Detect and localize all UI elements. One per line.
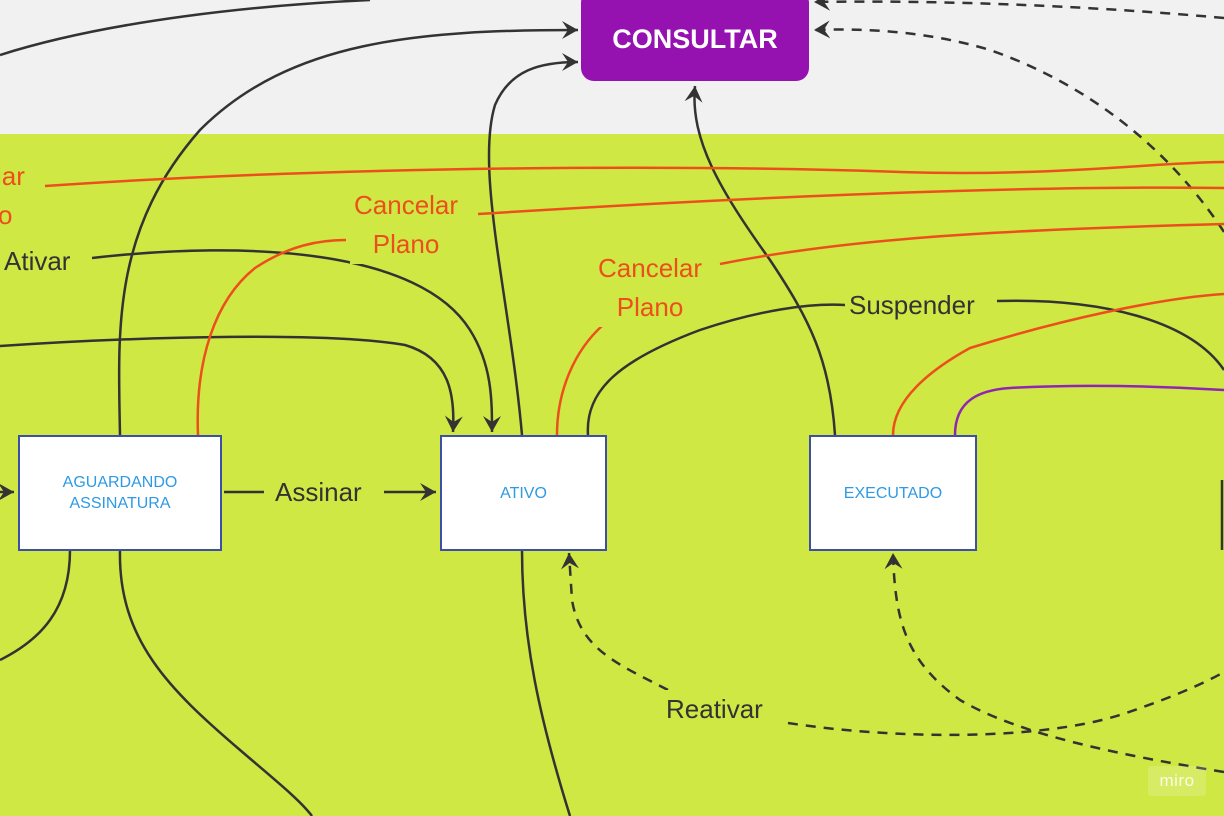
state-aguardando-line1: AGUARDANDO <box>62 474 178 491</box>
connector-suspender[interactable] <box>586 299 1224 436</box>
cancel-line-ativo[interactable] <box>555 324 604 436</box>
state-executado-label: EXECUTADO <box>843 484 943 502</box>
connector-dashed-to-executado[interactable] <box>884 552 1224 774</box>
connector-executado-to-consultar[interactable] <box>684 85 837 436</box>
state-aguardando-line2: ASSINATURA <box>69 495 171 512</box>
connector-dashed-right-to-consultar-1[interactable] <box>813 0 1224 20</box>
state-aguardando-assinatura[interactable]: AGUARDANDO ASSINATURA <box>18 435 222 551</box>
cancel-line-right-1[interactable] <box>719 222 1224 266</box>
miro-watermark: miro <box>1148 766 1206 796</box>
label-cancelar-plano-2-line2: Plano <box>616 292 684 322</box>
state-ativo[interactable]: ATIVO <box>440 435 607 551</box>
connector-ativo-down[interactable] <box>520 549 572 816</box>
connector-aguardando-down-left[interactable] <box>0 549 72 662</box>
label-assinar: Assinar <box>271 473 366 512</box>
connector-aguardando-down[interactable] <box>118 549 313 816</box>
purple-line-executado[interactable] <box>953 384 1224 436</box>
cancel-line-top-1[interactable] <box>44 160 1224 188</box>
connector-ativar-to-ativo[interactable] <box>91 249 501 433</box>
label-cancelar-plano-1-line2: Plano <box>372 229 440 259</box>
label-cancelar-partial-2: o <box>0 200 13 230</box>
label-cancelar-partial-1: lar <box>0 157 29 196</box>
label-cancelar-plano-1-line1: Cancelar <box>354 190 459 220</box>
consultar-label: CONSULTAR <box>612 24 778 54</box>
cancel-line-executado[interactable] <box>891 292 1224 436</box>
label-suspender: Suspender <box>845 286 979 325</box>
connector-dashed-right-to-consultar-2[interactable] <box>813 20 1224 233</box>
state-executado[interactable]: EXECUTADO <box>809 435 977 551</box>
connector-reativar-right[interactable] <box>787 670 1224 737</box>
label-reativar: Reativar <box>662 690 767 729</box>
label-ativar: Ativar <box>0 242 75 281</box>
cancel-line-aguardando[interactable] <box>196 238 347 436</box>
connector-ativo-to-consultar[interactable] <box>487 53 579 436</box>
connector-aguardando-to-consultar[interactable] <box>117 21 579 436</box>
label-cancelar-plano-1: Cancelar Plano <box>350 186 463 264</box>
consultar-node[interactable]: CONSULTAR <box>581 0 809 81</box>
state-ativo-label: ATIVO <box>500 484 547 502</box>
state-aguardando-text: AGUARDANDO ASSINATURA <box>63 472 178 514</box>
cancel-line-top-2[interactable] <box>477 186 1224 216</box>
connector-left-to-ativo[interactable] <box>0 335 463 433</box>
label-cancelar-plano-2: Cancelar Plano <box>594 249 707 327</box>
connector-reativar-to-ativo[interactable] <box>561 552 669 692</box>
connector-topleft-to-consultar[interactable] <box>0 0 371 57</box>
label-cancelar-plano-2-line1: Cancelar <box>598 253 703 283</box>
